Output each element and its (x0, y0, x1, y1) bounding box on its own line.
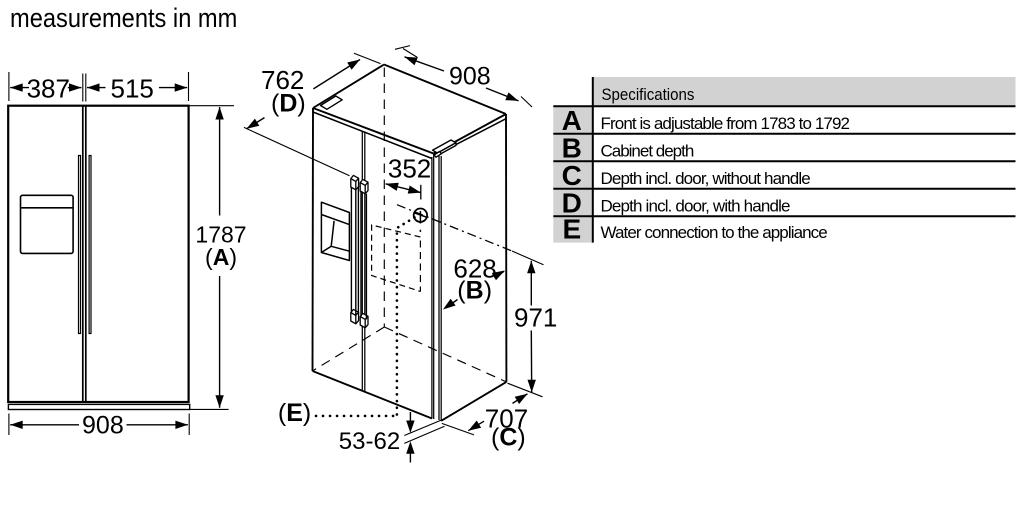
svg-text:(B): (B) (457, 276, 492, 304)
svg-text:1787: 1787 (195, 221, 246, 247)
svg-text:971: 971 (514, 303, 557, 333)
svg-text:D: D (562, 187, 582, 218)
svg-text:53-62: 53-62 (339, 428, 400, 455)
svg-text:Cabinet depth: Cabinet depth (601, 141, 695, 160)
svg-text:352: 352 (388, 153, 431, 183)
svg-text:Front is adjustable from 1783: Front is adjustable from 1783 to 1792 (601, 114, 851, 133)
svg-text:Depth incl. door, with handle: Depth incl. door, with handle (601, 196, 791, 215)
svg-text:(D): (D) (271, 90, 306, 118)
svg-text:908: 908 (82, 412, 124, 440)
svg-text:515: 515 (111, 74, 154, 104)
svg-text:908: 908 (449, 62, 491, 90)
svg-text:Depth incl. door, without hand: Depth incl. door, without handle (601, 169, 811, 188)
svg-text:C: C (562, 160, 582, 191)
svg-text:Specifications: Specifications (602, 85, 695, 104)
svg-text:387: 387 (27, 74, 70, 104)
svg-text:762: 762 (261, 65, 304, 95)
svg-text:Water connection to the applia: Water connection to the appliance (601, 223, 828, 242)
svg-text:B: B (562, 132, 582, 163)
svg-text:628: 628 (453, 254, 496, 284)
svg-text:707: 707 (485, 404, 528, 434)
svg-text:measurements in mm: measurements in mm (10, 3, 237, 33)
svg-text:(A): (A) (205, 244, 237, 270)
svg-text:(C): (C) (491, 423, 526, 451)
svg-text:E: E (562, 214, 581, 245)
svg-text:A: A (562, 105, 582, 136)
svg-text:(E): (E) (278, 399, 311, 427)
